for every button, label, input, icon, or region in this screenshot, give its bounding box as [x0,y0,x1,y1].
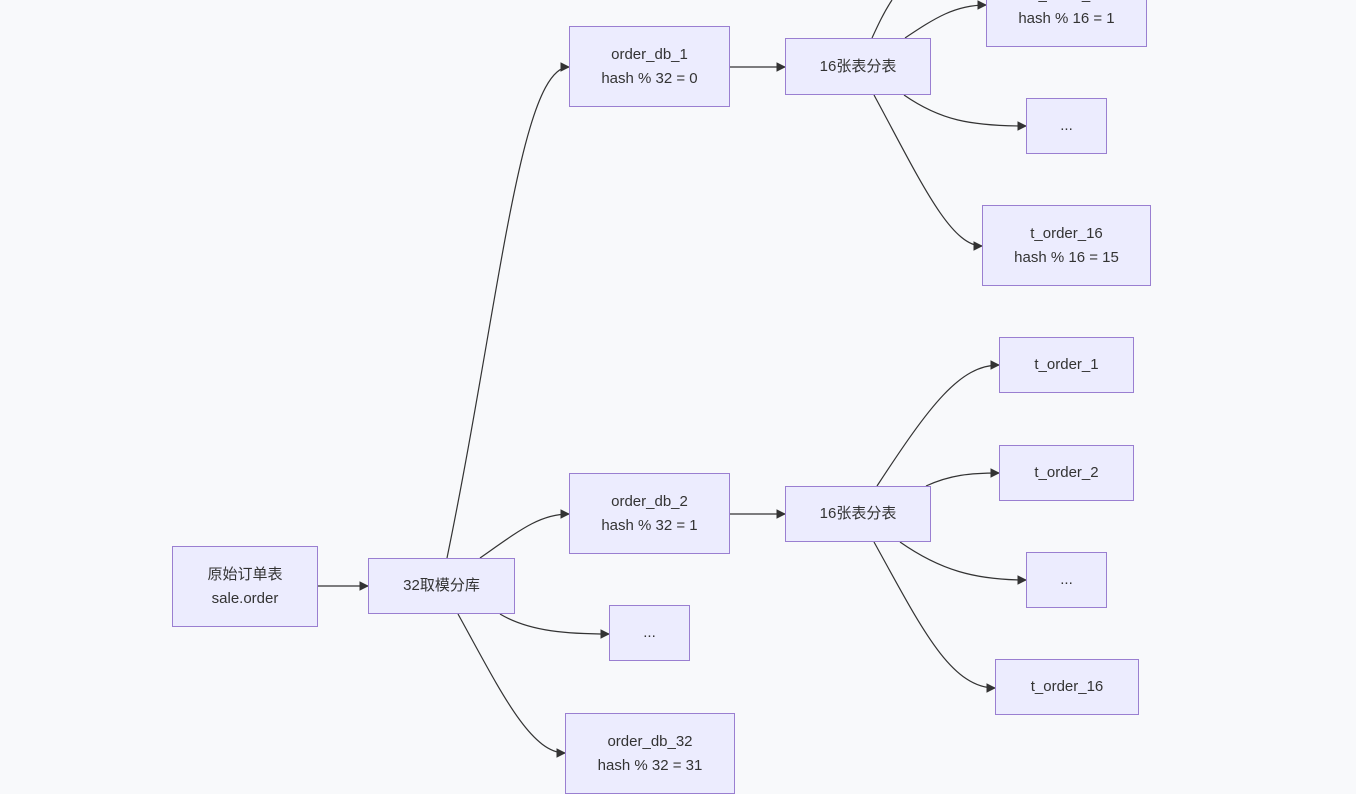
node-label: t_order_16 [1030,678,1104,695]
table-node-db1-t16: t_order_16 hash % 16 = 15 [982,205,1151,286]
table-node-db2-t2: t_order_2 [999,445,1134,501]
node-label: t_order_2 [1034,464,1099,481]
node-sublabel: hash % 32 = 0 [601,69,698,87]
database-node-32: order_db_32 hash % 32 = 31 [565,713,735,794]
table-ellipsis-node-db2: ... [1026,552,1107,608]
edge-router-to-db2 [479,509,570,559]
table-ellipsis-node-db1: ... [1026,98,1107,154]
edge-split2-to-t2-ellipsis [899,541,1027,585]
edge-router-to-db-ellipsis [499,613,610,639]
edge-split1-to-t1-2 [904,0,987,39]
table-split-node-2: 16张表分表 [785,486,931,542]
edge-split2-to-t2-16 [873,541,996,693]
node-sublabel: hash % 32 = 31 [597,756,703,774]
node-sublabel: hash % 16 = 15 [1014,248,1119,266]
edge-split2-to-t2-1 [876,360,1000,487]
edge-split1-to-t1-16 [873,94,983,251]
node-label: t_order_1 [1034,356,1099,373]
node-label: t_order_2 [1034,0,1098,7]
node-label: ... [1060,571,1073,588]
edge-router-to-db1 [446,62,570,559]
node-label: 原始订单表 [207,565,283,583]
database-node-2: order_db_2 hash % 32 = 1 [569,473,730,554]
node-label: 16张表分表 [819,57,897,75]
edge-split1-to-t1-1 [871,0,893,39]
node-label: t_order_16 [1030,224,1103,242]
table-split-node-1: 16张表分表 [785,38,931,95]
table-node-db1-t2: t_order_2 hash % 16 = 1 [986,0,1147,47]
node-label: 16张表分表 [819,505,897,522]
node-label: 32取模分库 [403,577,480,594]
node-label: order_db_32 [607,732,693,750]
table-node-db2-t16: t_order_16 [995,659,1139,715]
node-label: ... [643,624,656,641]
source-table-node: 原始订单表 sale.order [172,546,318,627]
node-label: order_db_1 [611,45,688,63]
edge-split1-to-t1-ellipsis [903,94,1027,131]
edge-layer [318,0,1027,758]
database-node-1: order_db_1 hash % 32 = 0 [569,26,730,107]
table-node-db2-t1: t_order_1 [999,337,1134,393]
edge-split2-to-t2-2 [925,468,1000,487]
node-label: order_db_2 [611,492,688,510]
node-label: ... [1060,117,1073,134]
node-sublabel: hash % 32 = 1 [601,516,698,534]
node-sublabel: hash % 16 = 1 [1018,9,1115,27]
db-sharding-router-node: 32取模分库 [368,558,515,614]
edge-router-to-db32 [457,613,566,758]
node-sublabel: sale.order [211,589,279,607]
database-ellipsis-node: ... [609,605,690,661]
